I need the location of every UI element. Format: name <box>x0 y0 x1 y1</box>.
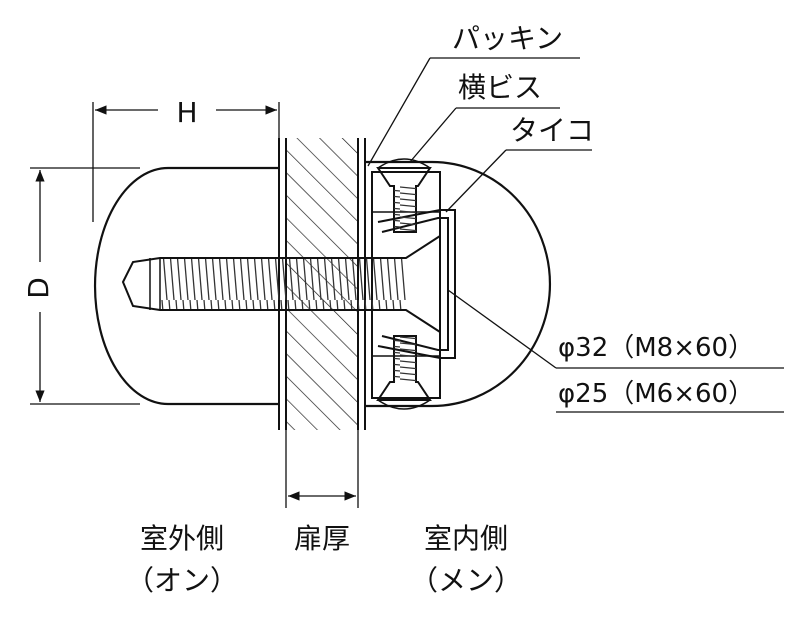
label-side-screw: 横ビス <box>458 71 542 104</box>
leader-side-screw <box>409 107 560 163</box>
side-screw-top <box>376 158 432 233</box>
label-packing: パッキン <box>452 22 563 55</box>
dim-h-label: H <box>176 96 197 129</box>
outdoor-knob <box>93 166 279 406</box>
dimension-h: H <box>92 96 280 222</box>
label-spec-small: φ25（M6×60） <box>558 379 754 409</box>
leader-taiko <box>445 149 592 213</box>
label-outdoor-side: 室外側 <box>140 522 224 555</box>
label-outdoor-type: （オン） <box>126 564 238 597</box>
dimension-d: D <box>22 167 140 405</box>
label-spec-large: φ32（M8×60） <box>558 333 754 363</box>
side-screw-bottom <box>376 335 432 410</box>
dimension-door-thickness <box>285 430 359 508</box>
label-taiko: タイコ <box>510 114 594 147</box>
leader-spec <box>447 289 784 413</box>
label-door-thickness: 扉厚 <box>294 522 350 555</box>
main-bolt <box>121 234 441 334</box>
dim-d-label: D <box>22 277 55 299</box>
indoor-knob <box>365 160 552 408</box>
leader-packing <box>367 57 580 167</box>
label-indoor-side: 室内側 <box>424 522 508 555</box>
label-indoor-type: （メン） <box>410 564 522 597</box>
